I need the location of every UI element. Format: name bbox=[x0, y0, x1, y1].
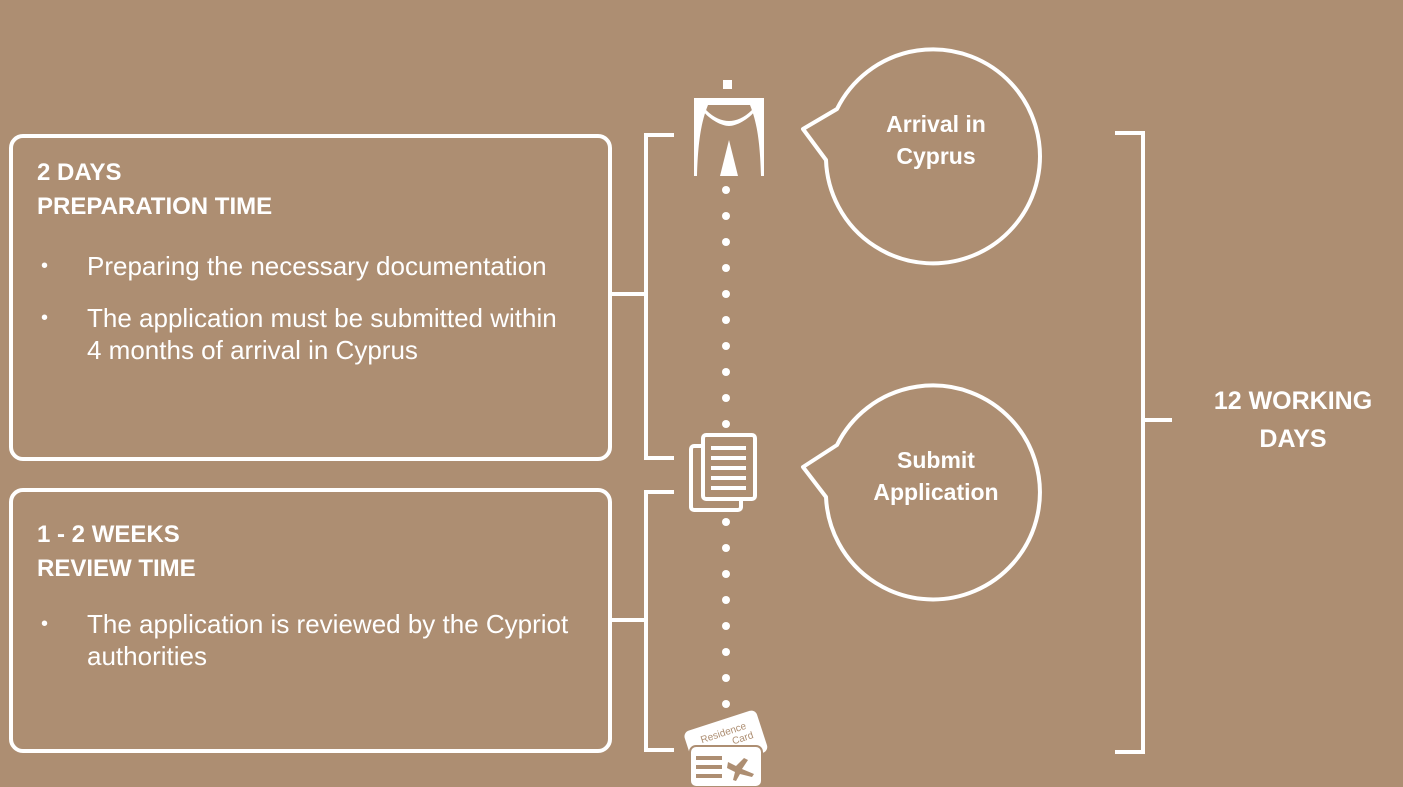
speech-bubble-submit bbox=[801, 383, 1042, 602]
total-line: 12 WORKING bbox=[1213, 387, 1373, 415]
bullet-text: The application must be submitted within… bbox=[87, 303, 557, 365]
phase-duration: 2 DAYS bbox=[37, 159, 122, 186]
phase-name: REVIEW TIME bbox=[37, 555, 196, 582]
speech-bubble-arrival bbox=[801, 47, 1042, 266]
documents-icon bbox=[689, 433, 757, 512]
step-label-line: Submit bbox=[897, 447, 975, 473]
plane-icon bbox=[727, 758, 754, 781]
bullet-text: Preparing the necessary documentation bbox=[87, 251, 547, 281]
airport-icon bbox=[694, 80, 764, 176]
list-item: •Preparing the necessary documentation bbox=[41, 251, 547, 281]
phase-duration: 1 - 2 WEEKS bbox=[37, 521, 180, 548]
total-duration-label: 12 WORKING DAYS bbox=[1188, 382, 1398, 458]
residence-card-icon: Residence Card bbox=[684, 710, 768, 787]
phase-bullet-list: •Preparing the necessary documentation •… bbox=[37, 250, 578, 386]
total-line: DAYS bbox=[1259, 425, 1327, 453]
step-label-line: Cyprus bbox=[896, 143, 976, 169]
bullet-text: The application is reviewed by the Cypri… bbox=[87, 609, 569, 671]
phase-name: PREPARATION TIME bbox=[37, 193, 273, 220]
phase-title: 1 - 2 WEEKS REVIEW TIME bbox=[37, 518, 196, 586]
step-label-arrival: Arrival in Cyprus bbox=[836, 108, 1036, 172]
phase-bullet-list: •The application is reviewed by the Cypr… bbox=[37, 608, 578, 692]
dotted-timeline bbox=[722, 186, 730, 708]
phase-title: 2 DAYS PREPARATION TIME bbox=[37, 156, 272, 224]
list-item: •The application is reviewed by the Cypr… bbox=[41, 609, 569, 671]
list-item: •The application must be submitted withi… bbox=[41, 303, 557, 365]
phase-box-preparation: 2 DAYS PREPARATION TIME •Preparing the n… bbox=[9, 134, 612, 461]
phase-bracket-preparation bbox=[644, 133, 674, 460]
step-label-line: Application bbox=[873, 479, 999, 505]
total-bracket bbox=[1115, 131, 1145, 754]
step-label-line: Arrival in bbox=[886, 111, 986, 137]
step-label-submit: Submit Application bbox=[836, 444, 1036, 508]
phase-bracket-review bbox=[644, 490, 674, 752]
